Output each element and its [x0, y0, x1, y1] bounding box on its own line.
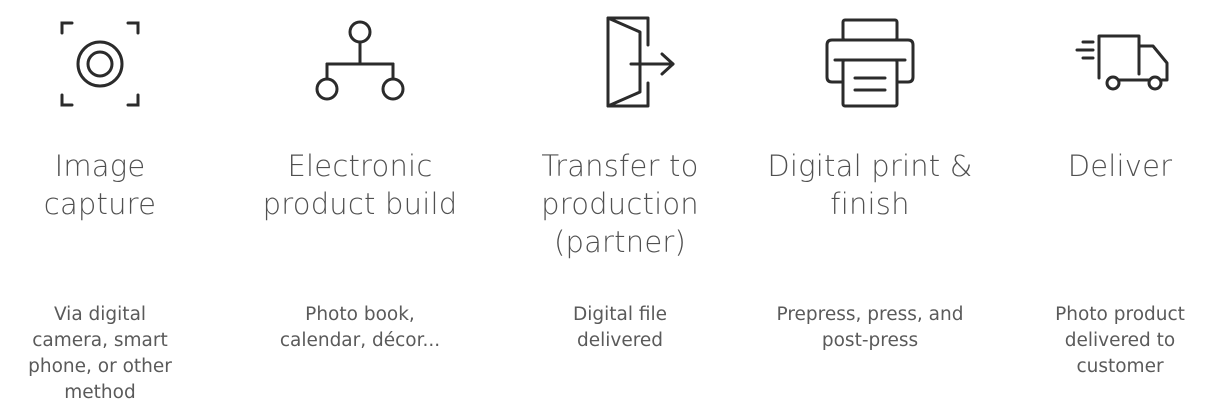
step-transfer-to-production: Transfer to production (partner) Digital… [520, 0, 720, 415]
printer-icon [815, 8, 925, 118]
step-deliver: Deliver Photo product delivered to custo… [1020, 0, 1220, 415]
hierarchy-icon [305, 8, 415, 118]
step-title: Transfer to production (partner) [541, 149, 699, 259]
step-title: Deliver [1067, 149, 1173, 183]
step-title: Electronic product build [262, 149, 458, 221]
step-description: Prepress, press, and post-press [776, 304, 964, 351]
step-title: Image capture [43, 149, 157, 221]
step-digital-print-finish: Digital print & finish Prepress, press, … [750, 0, 990, 415]
step-title: Digital print & finish [767, 149, 973, 221]
step-image-capture: Image capture Via digital camera, smart … [0, 0, 200, 415]
step-description: Photo book, calendar, décor... [279, 304, 441, 351]
step-description: Via digital camera, smart phone, or othe… [28, 304, 172, 403]
step-description: Photo product delivered to customer [1055, 304, 1185, 377]
delivery-truck-icon [1065, 8, 1175, 118]
step-description: Digital file delivered [572, 304, 668, 351]
door-exit-icon [565, 8, 675, 118]
camera-focus-icon [45, 8, 155, 118]
step-electronic-product-build: Electronic product build Photo book, cal… [240, 0, 480, 415]
